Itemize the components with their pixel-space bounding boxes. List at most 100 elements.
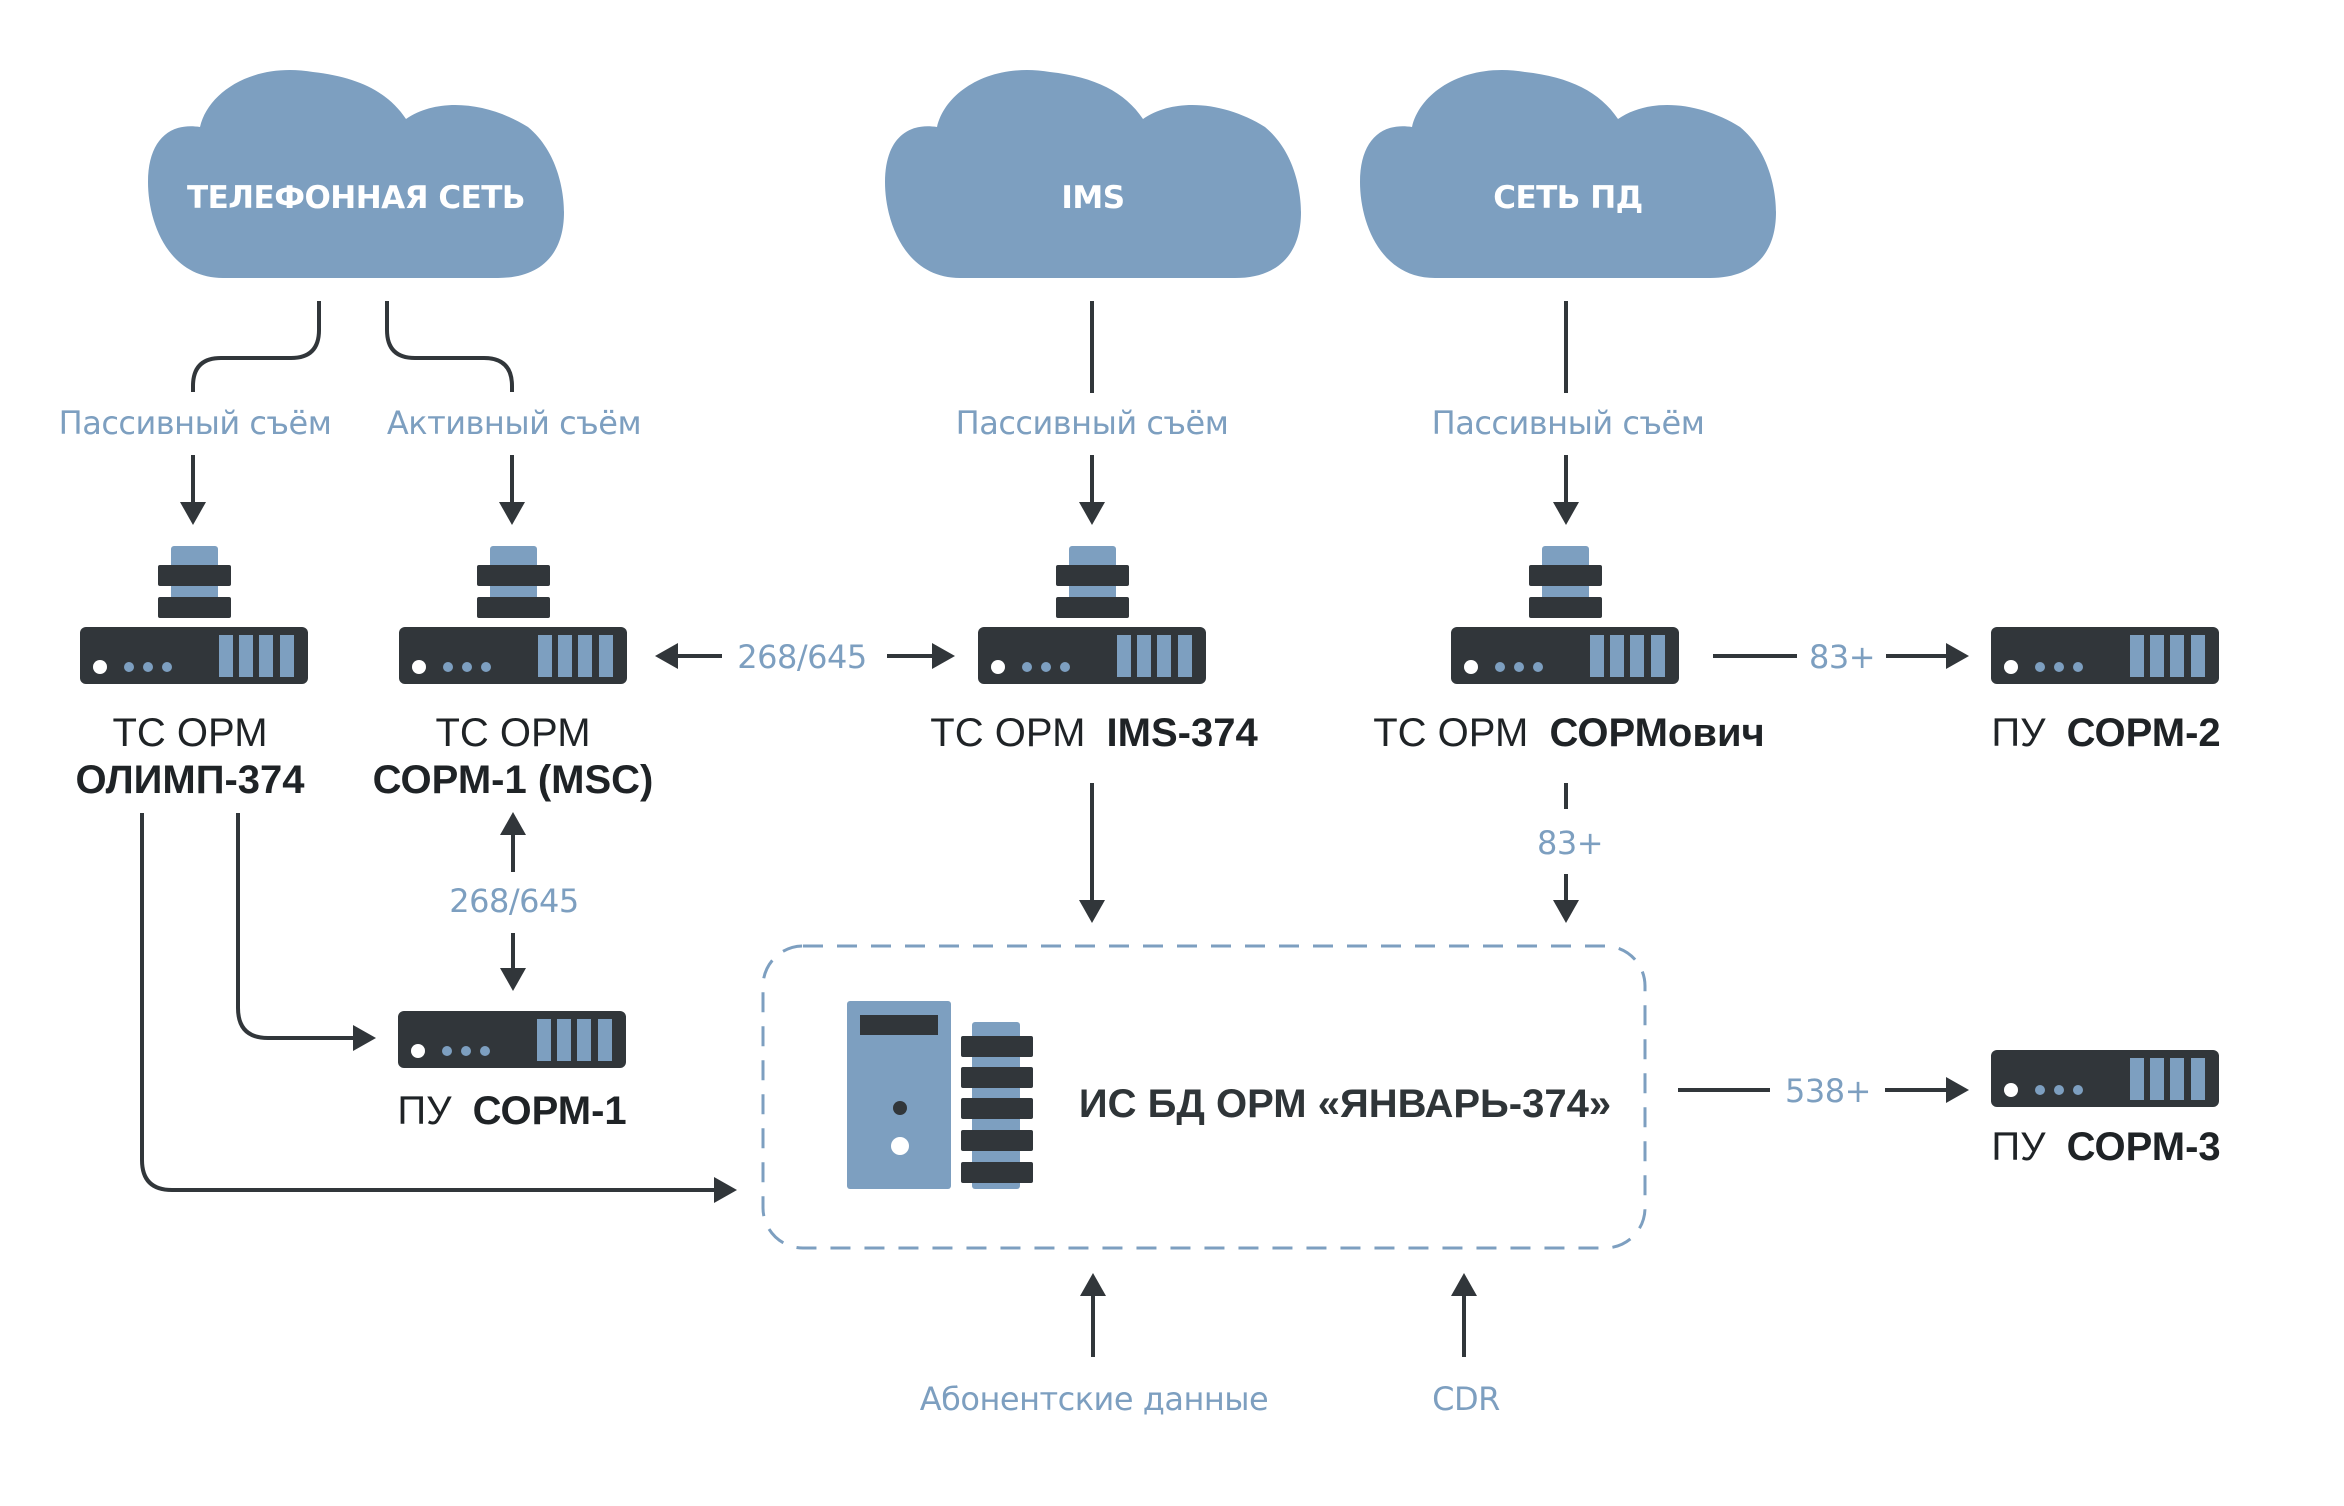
tap-ring xyxy=(1529,597,1602,618)
arrow-down-icon xyxy=(1079,900,1105,923)
node-label-sormovich-prefix: ТС ОРМ xyxy=(1373,711,1528,755)
drive-slot xyxy=(1651,635,1665,677)
power-led xyxy=(411,1044,425,1058)
drive-slot xyxy=(1157,635,1171,677)
storage-disk xyxy=(961,1036,1033,1057)
cloud-label-ims: IMS xyxy=(1061,180,1124,216)
server-ims374[interactable] xyxy=(978,546,1206,684)
drive-slot xyxy=(578,635,592,677)
drive-slot xyxy=(1590,635,1604,677)
status-led xyxy=(2035,662,2045,672)
drive-slot xyxy=(2191,1058,2205,1100)
drive-slot xyxy=(2170,1058,2184,1100)
status-led xyxy=(1495,662,1505,672)
input-label-cdr: CDR xyxy=(1432,1380,1500,1418)
label-phone-active: Активный съём xyxy=(387,404,641,442)
storage-disk xyxy=(961,1130,1033,1151)
server-sorm1-msc[interactable] xyxy=(399,546,627,684)
node-label-pu-sorm3-prefix: ПУ xyxy=(1991,1125,2046,1169)
drive-slot xyxy=(577,1019,591,1061)
link-label-msc-pu1: 268/645 xyxy=(449,882,578,920)
node-label-pu-sorm2-prefix: ПУ xyxy=(1991,711,2046,755)
drive-slot xyxy=(538,635,552,677)
drive-slot xyxy=(1137,635,1151,677)
tower-case xyxy=(847,1001,951,1189)
arrow-down-icon xyxy=(1553,502,1579,525)
node-label-sormovich-name: СОРМович xyxy=(1549,711,1764,755)
status-led xyxy=(443,662,453,672)
node-label-pu-sorm1: ПУ СОРМ-1 xyxy=(397,1089,626,1133)
node-label-pu-sorm2-name: СОРМ-2 xyxy=(2067,711,2221,755)
node-label-pu-sorm3: ПУ СОРМ-3 xyxy=(1991,1125,2220,1169)
node-label-olimp-prefix: ТС ОРМ xyxy=(112,711,267,755)
server-pu-sorm3[interactable] xyxy=(1991,1050,2219,1107)
status-led xyxy=(2073,1085,2083,1095)
server-olimp[interactable] xyxy=(80,546,308,684)
cloud-data-network: СЕТЬ ПД xyxy=(1360,70,1776,278)
link-label-sormovich-pu2: 83+ xyxy=(1809,638,1875,676)
power-led xyxy=(1464,660,1478,674)
arrow-down-icon xyxy=(499,502,525,525)
server-chassis xyxy=(398,1011,626,1068)
tap-ring xyxy=(1056,597,1129,618)
link-label-sormovich-db: 83+ xyxy=(1537,824,1603,862)
node-label-ims374-prefix: ТС ОРМ xyxy=(930,711,1085,755)
arrow-left-icon xyxy=(655,643,678,669)
arrow-down-icon xyxy=(180,502,206,525)
status-led xyxy=(442,1046,452,1056)
database-icon xyxy=(847,1001,1033,1189)
drive-slot xyxy=(558,635,572,677)
server-pu-sorm2[interactable] xyxy=(1991,627,2219,684)
arrow-right-icon xyxy=(1946,643,1969,669)
node-label-olimp-name: ОЛИМП-374 xyxy=(75,758,305,802)
server-chassis xyxy=(1991,1050,2219,1107)
drive-slot xyxy=(219,635,233,677)
power-led xyxy=(991,660,1005,674)
server-chassis xyxy=(80,627,308,684)
tap-ring xyxy=(158,597,231,618)
status-led xyxy=(1041,662,1051,672)
tower-led xyxy=(893,1101,907,1115)
tower-power-button xyxy=(891,1137,909,1155)
tap-ring xyxy=(1056,565,1129,586)
arrow-up-icon xyxy=(1080,1273,1106,1296)
label-ims-passive: Пассивный съём xyxy=(956,404,1229,442)
status-led xyxy=(124,662,134,672)
server-chassis xyxy=(1991,627,2219,684)
power-led xyxy=(2004,660,2018,674)
arrow-down-icon xyxy=(500,968,526,991)
status-led xyxy=(1533,662,1543,672)
link-label-msc-ims: 268/645 xyxy=(737,638,866,676)
status-led xyxy=(2054,1085,2064,1095)
storage-disk xyxy=(961,1162,1033,1183)
wire-phone-passive xyxy=(191,301,321,392)
link-label-db-pu3: 538+ xyxy=(1785,1072,1871,1110)
server-pu-sorm1[interactable] xyxy=(398,1011,626,1068)
status-led xyxy=(1022,662,1032,672)
drive-slot xyxy=(598,1019,612,1061)
cloud-icon xyxy=(1360,70,1776,278)
status-led xyxy=(1060,662,1070,672)
cloud-icon xyxy=(148,70,564,278)
database-boundary xyxy=(761,944,1647,1250)
cloud-label-telephone: ТЕЛЕФОННАЯ СЕТЬ xyxy=(187,180,525,216)
drive-slot xyxy=(1630,635,1644,677)
drive-slot xyxy=(537,1019,551,1061)
cloud-ims: IMS xyxy=(885,70,1301,278)
drive-slot xyxy=(259,635,273,677)
tap-ring xyxy=(477,597,550,618)
arrow-right-icon xyxy=(1946,1077,1969,1103)
drive-slot xyxy=(2130,1058,2144,1100)
drive-slot xyxy=(2150,635,2164,677)
tower-drive-bay xyxy=(860,1015,938,1035)
drive-slot xyxy=(1178,635,1192,677)
input-label-subscriber-data: Абонентские данные xyxy=(920,1380,1268,1418)
arrow-down-icon xyxy=(1553,900,1579,923)
wire-phone-active xyxy=(385,301,514,392)
status-led xyxy=(481,662,491,672)
node-label-ims374: ТС ОРМ IMS-374 xyxy=(930,711,1258,755)
server-sormovich[interactable] xyxy=(1451,546,1679,684)
node-label-pu-sorm2: ПУ СОРМ-2 xyxy=(1991,711,2220,755)
tap-ring xyxy=(477,565,550,586)
drive-slot xyxy=(2130,635,2144,677)
